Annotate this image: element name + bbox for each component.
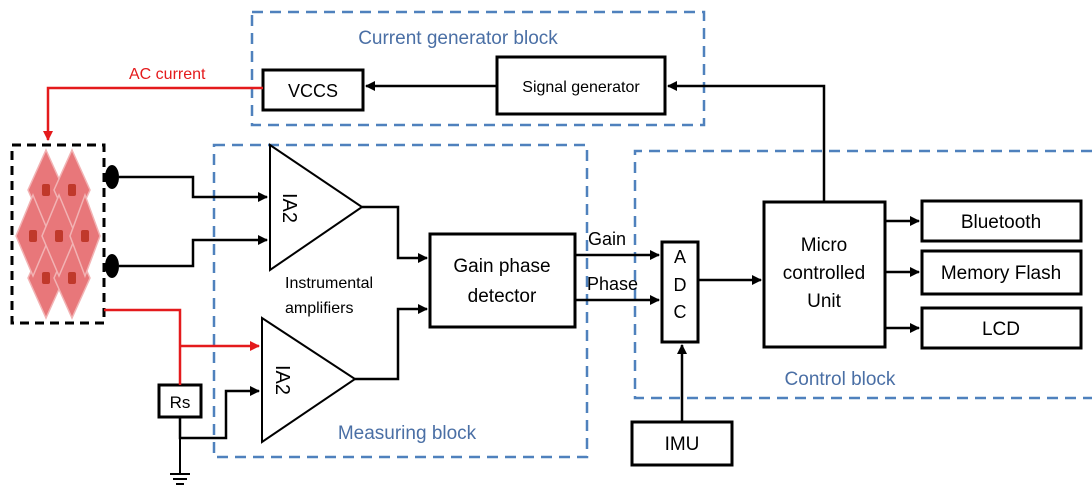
electrode-bottom <box>105 254 119 278</box>
wire-ia-bottom-to-detector <box>355 304 428 381</box>
mcu-box <box>762 200 887 349</box>
mcu-label-2: controlled <box>783 263 865 284</box>
bluetooth-label: Bluetooth <box>961 212 1041 233</box>
mcu-label-1: Micro <box>801 235 847 256</box>
gain-phase-detector-label-2: detector <box>468 286 537 307</box>
mcu-label-3: Unit <box>807 291 842 312</box>
rs-label: Rs <box>170 393 191 412</box>
vccs-label: VCCS <box>288 81 338 101</box>
lcd-label: LCD <box>982 319 1020 340</box>
lcd-box <box>920 306 1083 350</box>
ia-top-triangle <box>269 143 364 272</box>
phase-signal-label: Phase <box>587 274 638 294</box>
measuring-group-label: Measuring block <box>338 423 477 444</box>
control-group <box>633 149 1092 400</box>
vccs-box <box>261 68 365 112</box>
gain-phase-detector-box <box>428 232 577 329</box>
memory-flash-label: Memory Flash <box>941 263 1061 284</box>
ia-bottom-label: IA2 <box>271 365 293 395</box>
control-group-label: Control block <box>785 369 896 390</box>
bluetooth-box <box>920 199 1083 243</box>
current-generator-group-label: Current generator block <box>358 28 558 49</box>
wire-electrode-top-to-ia <box>119 175 268 202</box>
ac-current-label: AC current <box>129 66 206 83</box>
ia-top-label: IA2 <box>278 193 300 223</box>
tissue-sample <box>10 143 106 325</box>
instrumental-amplifiers-label-1: Instrumental <box>285 275 373 292</box>
ac-current-wire <box>43 86 263 141</box>
current-generator-group <box>250 10 706 127</box>
gain-signal-label: Gain <box>588 229 626 249</box>
electrode-top <box>105 165 119 189</box>
memory-flash-box <box>920 249 1083 296</box>
wire-ia-top-to-detector <box>362 205 428 263</box>
red-return-wire <box>104 308 182 385</box>
gain-phase-detector-label-1: Gain phase <box>453 256 550 277</box>
wire-mcu-to-signal-gen <box>667 81 826 202</box>
imu-label: IMU <box>665 434 700 455</box>
wire-electrode-bottom-to-ia <box>119 235 268 268</box>
instrumental-amplifiers-label-2: amplifiers <box>285 300 353 317</box>
wire-rs-to-ia-bottom <box>178 386 260 440</box>
ia-bottom-triangle <box>261 316 357 444</box>
imu-box <box>630 420 734 467</box>
adc-label-d: D <box>674 275 687 295</box>
adc-label-a: A <box>674 247 686 267</box>
adc-label-c: C <box>674 302 687 322</box>
adc-box <box>660 240 700 344</box>
signal-generator-label: Signal generator <box>522 79 640 96</box>
